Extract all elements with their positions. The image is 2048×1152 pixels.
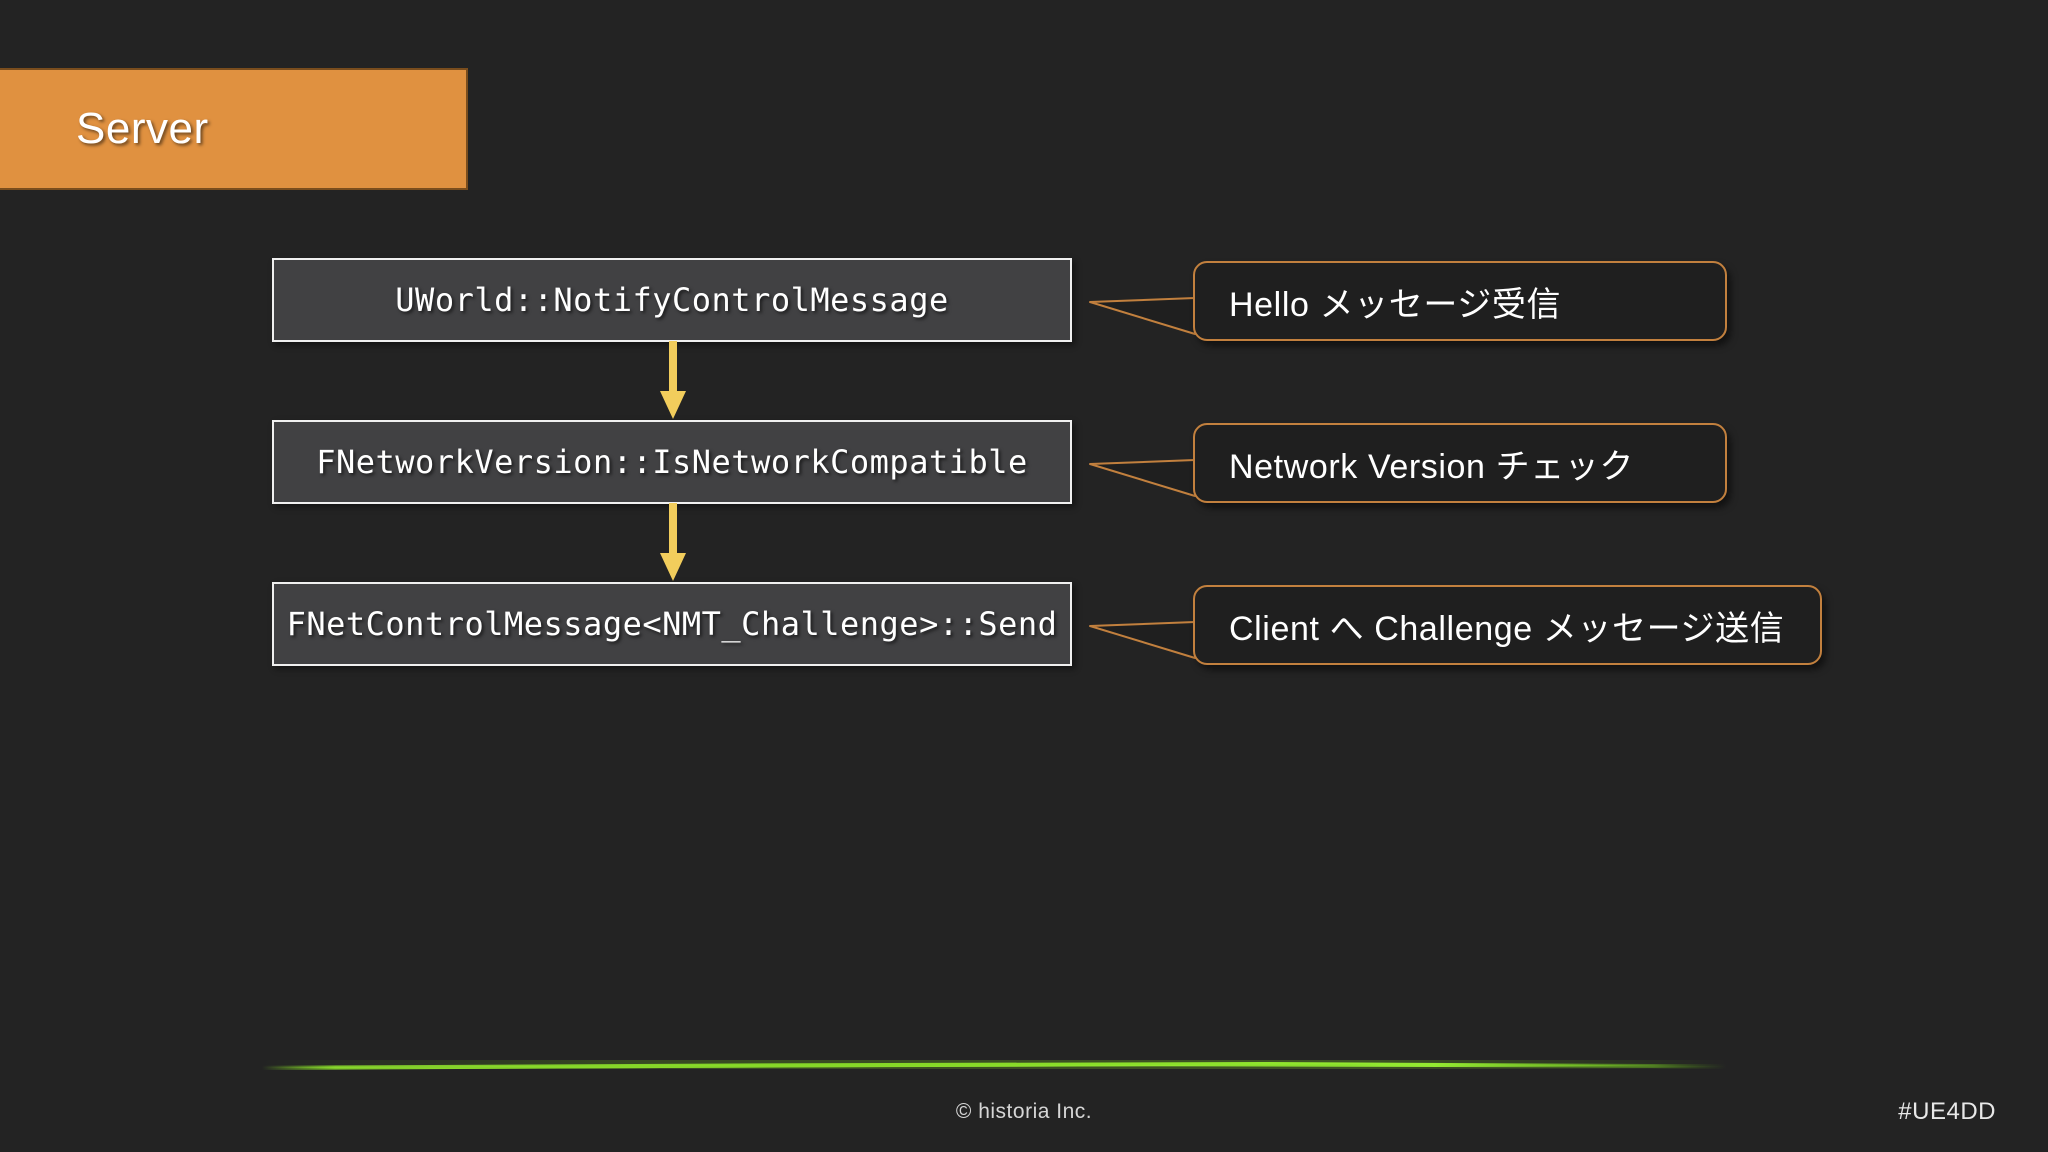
down-arrow-icon [659,503,687,583]
footer-copyright: © historia Inc. [955,1100,1093,1123]
callout-label: Network Version チェック [1229,447,1634,486]
flow-box-label: FNetworkVersion::IsNetworkCompatible [316,443,1028,481]
flow-box-label: UWorld::NotifyControlMessage [395,281,949,319]
callout-bubble: Hello メッセージ受信 [1193,261,1727,341]
callout-tail [1088,258,1200,344]
section-banner-label: Server [76,104,209,153]
footer-hashtag: #UE4DD [1898,1098,1996,1125]
down-arrow-icon [659,341,687,421]
callout-tail [1088,420,1200,506]
section-banner: Server [0,68,468,190]
accent-streak [262,1052,1727,1078]
callout-bubble: Client へ Challenge メッセージ送信 [1193,585,1822,665]
callout-label: Client へ Challenge メッセージ送信 [1229,609,1785,648]
flow-box-label: FNetControlMessage<NMT_Challenge>::Send [286,605,1058,643]
callout-tail [1088,582,1200,668]
flow-box: UWorld::NotifyControlMessage [272,258,1072,342]
flow-box: FNetworkVersion::IsNetworkCompatible [272,420,1072,504]
callout-bubble: Network Version チェック [1193,423,1727,503]
callout-label: Hello メッセージ受信 [1229,285,1562,324]
flow-box: FNetControlMessage<NMT_Challenge>::Send [272,582,1072,666]
